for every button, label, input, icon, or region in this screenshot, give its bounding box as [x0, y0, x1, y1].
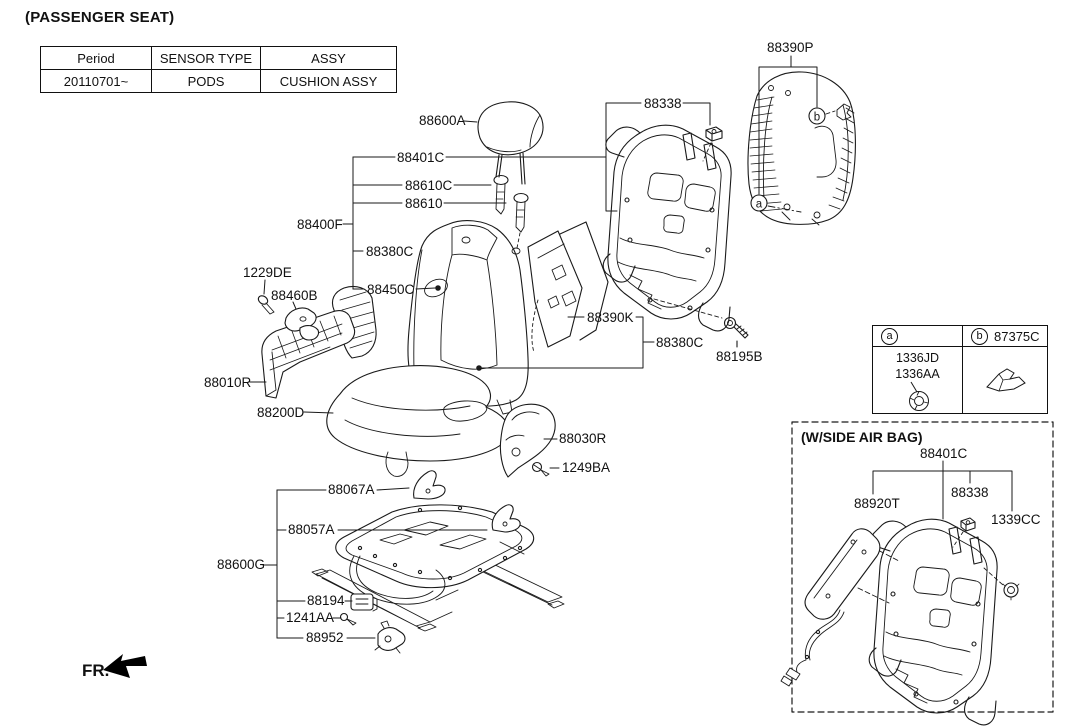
seatback-pad-drawing: [527, 221, 609, 353]
headrest-drawing: [477, 101, 544, 185]
airbag-wire-harness: [780, 609, 845, 687]
part-label-88195b: 88195B: [716, 349, 763, 364]
part-label-1336jd: 1336JD: [895, 351, 940, 365]
part-label-88380c-mid: 88380C: [656, 335, 704, 350]
marker-b-circle: [808, 107, 836, 125]
part-label-88610c: 88610C: [405, 178, 453, 193]
spec-col-period: Period: [40, 46, 152, 70]
callout-b-circle: b: [971, 327, 988, 345]
callout-header-b: b 87375C: [962, 325, 1048, 347]
leader-lines: [249, 55, 1013, 639]
marker-letters: a b: [756, 112, 820, 211]
airbag-frame-drawing: [868, 518, 998, 726]
spec-col-sensor-type: SENSOR TYPE: [151, 46, 261, 70]
seat-cushion-drawing: [326, 365, 510, 477]
spec-table-data-row: 20110701~ PODS CUSHION ASSY: [40, 69, 397, 93]
part-label-88010r: 88010R: [204, 375, 252, 390]
callout-b-part-number: 87375C: [994, 328, 1040, 344]
seat-track-drawing: [311, 504, 565, 632]
part-label-88460b: 88460B: [271, 288, 318, 303]
part-label-88450c: 88450C: [367, 282, 415, 297]
bracket-88067a-rh: [491, 504, 521, 533]
part-label-88920t: 88920T: [854, 496, 900, 511]
fr-direction-label: FR.: [82, 661, 110, 680]
part-label-88067a: 88067A: [328, 482, 375, 497]
spec-value-sensor-type: PODS: [151, 69, 261, 93]
nut-1339cc: [983, 567, 1020, 601]
part-label-1336aa: 1336AA: [895, 366, 940, 381]
airbag-box-border: [791, 421, 1054, 713]
sensor-box-88194: [350, 593, 378, 612]
nut-88338-airbag: [952, 517, 976, 548]
bracket-88067a: [413, 470, 446, 500]
spec-col-assy: ASSY: [260, 46, 397, 70]
grommet-icon: [909, 381, 929, 411]
airbag-box-title: (W/SIDE AIR BAG): [801, 429, 923, 445]
screw-1241aa: [339, 612, 357, 626]
part-label-88338-main: 88338: [644, 96, 682, 111]
callout-cell-b: [962, 346, 1048, 414]
headrest-guide-pins: [493, 174, 529, 249]
part-label-88338-airbag: 88338: [951, 485, 989, 500]
callout-cell-a: 1336JD 1336AA: [872, 346, 963, 414]
side-shield-drawing: [261, 285, 377, 399]
part-label-1241aa: 1241AA: [286, 610, 335, 625]
callout-legend-table: a b 87375C 1336JD 1336AA: [872, 325, 1048, 414]
part-label-88390k: 88390K: [587, 310, 634, 325]
screw-1249ba: [531, 461, 550, 477]
svg-text:b: b: [814, 112, 820, 124]
part-label-88400f: 88400F: [297, 217, 343, 232]
callout-a-circle: a: [881, 327, 898, 345]
bolt-88195b: [653, 298, 749, 348]
part-label-1229de: 1229DE: [243, 265, 292, 280]
seatback-frame-drawing: [602, 124, 732, 332]
spec-table-header-row: Period SENSOR TYPE ASSY: [40, 46, 397, 70]
recliner-handle-88460b: [284, 307, 320, 341]
fr-direction-arrow: [103, 654, 147, 678]
belt-guide-cover-drawing: [499, 403, 556, 478]
part-label-1249ba: 1249BA: [562, 460, 611, 475]
nut-88338-main: [702, 126, 723, 162]
part-label-88390p: 88390P: [767, 40, 814, 55]
spec-table: Period SENSOR TYPE ASSY 20110701~ PODS C…: [40, 46, 397, 93]
screw-1229de: [257, 295, 275, 315]
part-label-88952: 88952: [306, 630, 344, 645]
part-label-88057a: 88057A: [288, 522, 335, 537]
clip-icon: [986, 368, 1026, 392]
part-label-88401c-airbag: 88401C: [920, 446, 968, 461]
part-label-88610: 88610: [405, 196, 443, 211]
spec-value-period: 20110701~: [40, 69, 152, 93]
back-panel-drawing: [747, 71, 856, 226]
motor-88952: [374, 620, 406, 654]
clip-87375c-on-panel: [836, 103, 852, 121]
callout-header-a: a: [872, 325, 963, 347]
part-label-88600g: 88600G: [217, 557, 266, 572]
part-label-88600a: 88600A: [419, 113, 466, 128]
part-label-1339cc: 1339CC: [991, 512, 1041, 527]
part-label-88194: 88194: [307, 593, 345, 608]
part-label-88030r: 88030R: [559, 431, 607, 446]
part-label-88200d: 88200D: [257, 405, 305, 420]
part-label-88401c: 88401C: [397, 150, 445, 165]
marker-a-circle: [750, 194, 802, 213]
airbag-module-drawing: [804, 528, 900, 620]
page-title: (PASSENGER SEAT): [25, 9, 175, 26]
spec-value-assy: CUSHION ASSY: [260, 69, 397, 93]
svg-text:a: a: [756, 199, 763, 211]
part-label-88380c-upper: 88380C: [366, 244, 414, 259]
